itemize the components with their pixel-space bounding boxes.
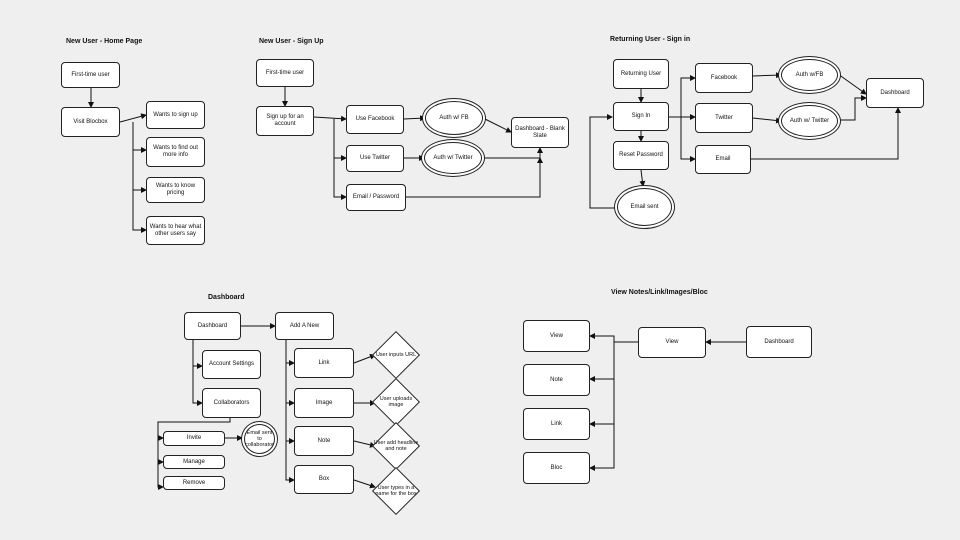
title-dashboard: Dashboard xyxy=(208,294,245,301)
node-remove: Remove xyxy=(163,476,225,490)
node-visit-blocbox: Visit Blocbox xyxy=(61,107,120,137)
node-invite: Invite xyxy=(163,431,225,446)
decision-user-names-box: User types in a name for the box xyxy=(371,466,421,516)
node-signup-auth-fb: Auth w/ FB xyxy=(425,101,483,135)
node-image: Image xyxy=(294,388,354,418)
node-dashboard: Dashboard xyxy=(184,312,241,340)
node-account-settings: Account Settings xyxy=(202,350,261,379)
title-sign-up: New User - Sign Up xyxy=(259,38,324,45)
node-note: Note xyxy=(294,426,354,456)
node-box: Box xyxy=(294,465,354,494)
node-wants-sign-up: Wants to sign up xyxy=(146,101,205,129)
node-signin-dashboard: Dashboard xyxy=(866,78,924,108)
title-home-page: New User - Home Page xyxy=(66,38,143,45)
node-signin-facebook: Facebook xyxy=(695,63,753,93)
node-sign-in: Sign In xyxy=(613,102,669,131)
node-bloc-item: Bloc xyxy=(523,452,590,484)
node-link: Link xyxy=(294,348,354,378)
node-sign-up-account: Sign up for an account xyxy=(256,106,314,136)
node-email-password: Email / Password xyxy=(346,184,406,211)
node-wants-testimonials: Wants to hear what other users say xyxy=(146,216,205,245)
node-note-item: Note xyxy=(523,364,590,396)
decision-user-add-note: User add headline and note xyxy=(371,421,421,471)
node-signup-auth-twitter: Auth w/ Twitter xyxy=(424,142,482,174)
title-sign-in: Returning User - Sign in xyxy=(610,36,691,43)
node-dashboard-blank-slate: Dashboard - Blank Slate xyxy=(511,117,569,148)
node-view: View xyxy=(638,327,706,358)
node-use-facebook: Use Facebook xyxy=(346,105,404,134)
node-view-item: View xyxy=(523,320,590,352)
node-email-sent-collaborator: Email sent to collaborator xyxy=(244,424,275,454)
node-signup-first-time-user: First-time user xyxy=(256,59,314,87)
node-first-time-user: First-time user xyxy=(61,62,120,88)
node-returning-user: Returning User xyxy=(613,59,669,89)
node-email-sent: Email sent xyxy=(617,188,672,226)
node-manage: Manage xyxy=(163,455,225,469)
node-signin-email: Email xyxy=(695,145,751,174)
title-view-notes: View Notes/Link/Images/Bloc xyxy=(611,289,708,296)
node-use-twitter: Use Twitter xyxy=(346,145,404,172)
node-add-a-new: Add A New xyxy=(275,312,334,340)
node-view-dashboard: Dashboard xyxy=(746,326,812,358)
node-signin-auth-fb: Auth w/FB xyxy=(781,59,838,91)
decision-user-inputs-url: User inputs URL xyxy=(371,330,421,380)
node-signin-auth-twitter: Auth w/ Twitter xyxy=(781,105,838,137)
node-link-item: Link xyxy=(523,408,590,440)
node-wants-pricing: Wants to know pricing xyxy=(146,177,205,203)
node-collaborators: Collaborators xyxy=(202,388,261,418)
node-reset-password: Reset Password xyxy=(613,141,669,170)
decision-user-uploads-image: User uploads image xyxy=(371,377,421,427)
node-signin-twitter: Twitter xyxy=(695,103,753,133)
node-wants-more-info: Wants to find out more info xyxy=(146,137,205,167)
